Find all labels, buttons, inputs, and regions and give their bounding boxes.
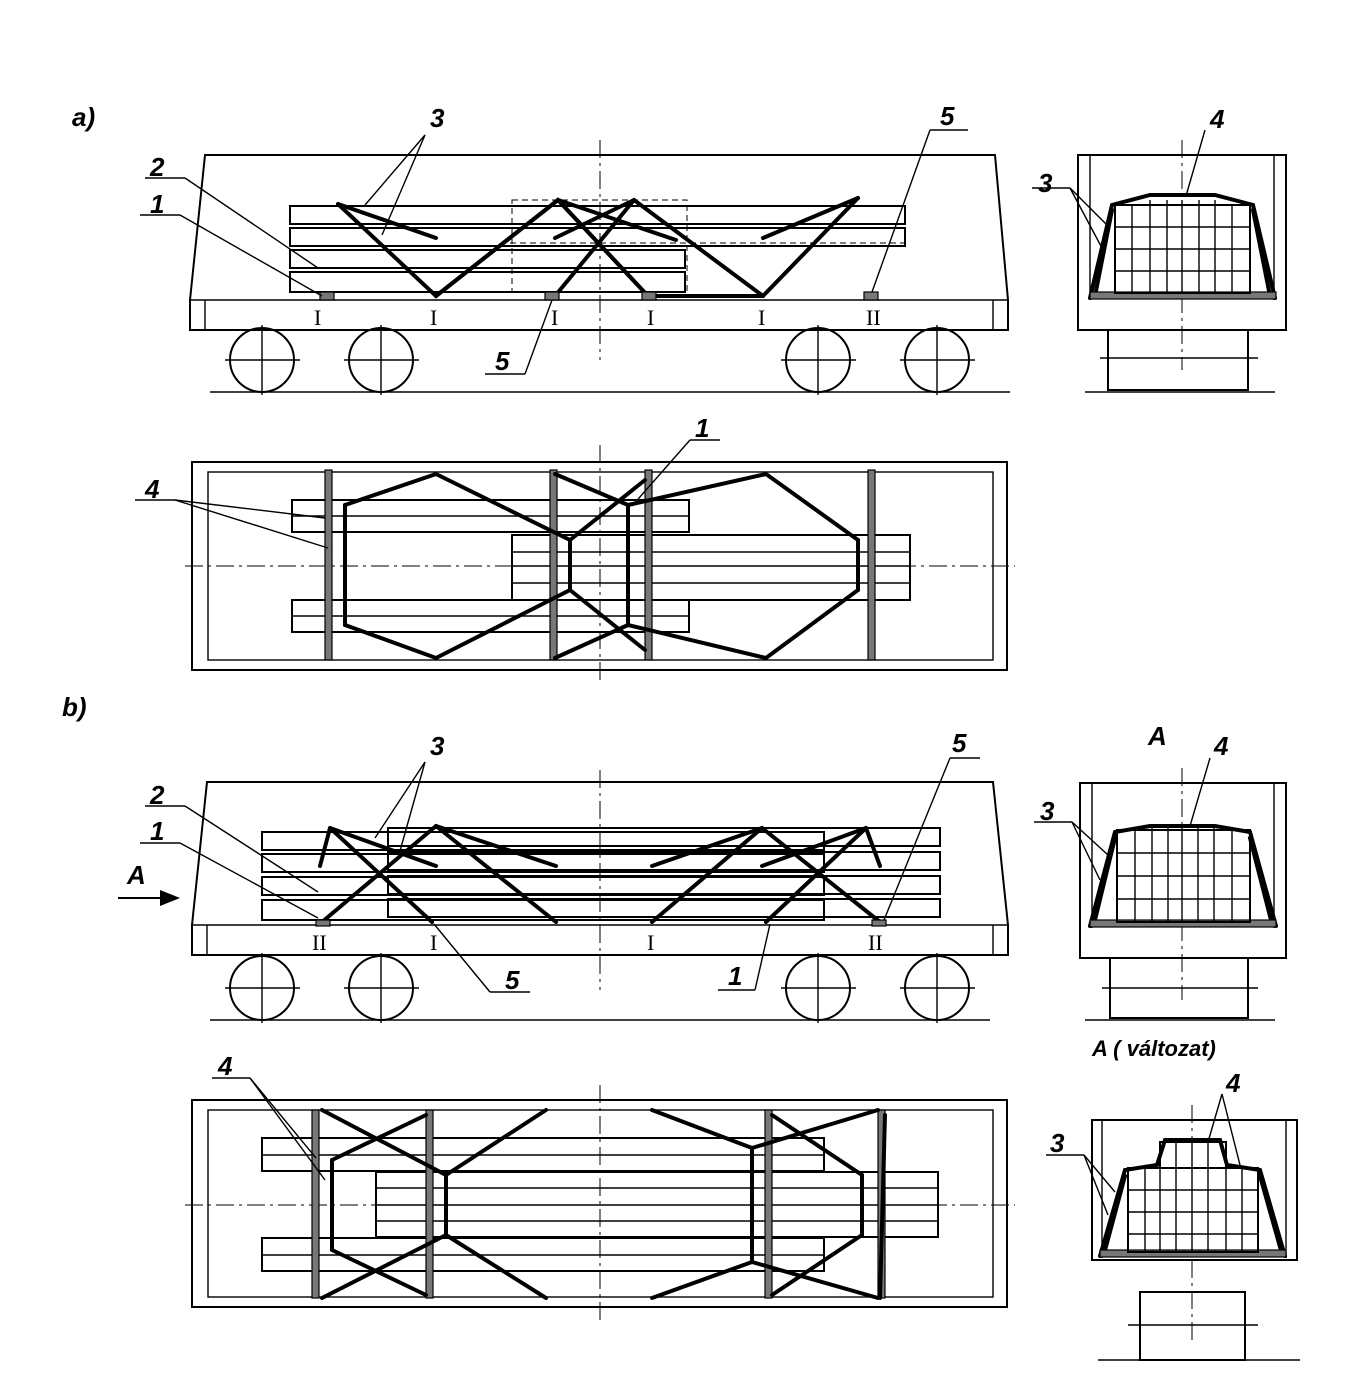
view-direction-arrow: A [118, 860, 180, 906]
callout-3: 3 [1040, 796, 1055, 826]
bracing-wires [318, 824, 882, 924]
callout-5: 5 [495, 346, 510, 376]
wheel [781, 953, 856, 1023]
callout-1: 1 [150, 189, 164, 219]
support-mark: I [551, 305, 558, 330]
wheel [344, 953, 419, 1023]
callout-1: 1 [728, 961, 742, 991]
wheel [225, 953, 300, 1023]
callout-4: 4 [1209, 104, 1225, 134]
callout-2: 2 [149, 152, 165, 182]
callout-4: 4 [1213, 731, 1229, 761]
support-mark: II [866, 305, 881, 330]
callout-4: 4 [217, 1051, 233, 1081]
wagon-end-view-variant: A ( változat) 3 4 [1046, 1036, 1300, 1361]
support-mark: II [312, 930, 327, 955]
section-a-label: a) [72, 102, 95, 132]
callout-3: 3 [1050, 1128, 1065, 1158]
view-variant-label: A ( változat) [1091, 1036, 1216, 1061]
callout-3: 3 [430, 103, 445, 133]
wheel [781, 325, 856, 395]
wagon-plan-view-b: 4 [185, 1051, 1015, 1322]
stacked-boards-grid [1127, 1141, 1259, 1253]
callout-4: 4 [1225, 1068, 1241, 1098]
callout-5: 5 [952, 728, 967, 758]
stacked-boards-grid [1114, 200, 1251, 294]
support-mark: I [430, 930, 437, 955]
wagon-end-view-b: A 3 4 [1034, 721, 1287, 1021]
wheel [900, 953, 975, 1023]
callout-2: 2 [149, 780, 165, 810]
support-mark: I [647, 930, 654, 955]
callout-3: 3 [1038, 168, 1053, 198]
wagon-side-view-b: II I I II 3 2 1 5 5 1 A [118, 728, 1009, 1023]
view-a-label: A [1147, 721, 1167, 751]
wagon-end-view-a: 3 4 [1032, 104, 1287, 393]
callout-4: 4 [144, 474, 160, 504]
callout-3: 3 [430, 731, 445, 761]
callout-5: 5 [940, 101, 955, 131]
wagon-plan-view-a: 4 1 [135, 413, 1015, 685]
callout-1: 1 [150, 816, 164, 846]
support-mark: I [647, 305, 654, 330]
support-mark: I [314, 305, 321, 330]
stacked-boards-grid [1116, 826, 1251, 923]
wheel [900, 325, 975, 395]
support-mark: I [758, 305, 765, 330]
callout-1: 1 [695, 413, 709, 443]
callout-5: 5 [505, 965, 520, 995]
wheel [225, 325, 300, 395]
support-mark: II [868, 930, 883, 955]
wheel [344, 325, 419, 395]
section-b-label: b) [62, 692, 87, 722]
wagon-side-view-a: I I I I I II 3 2 1 5 5 [140, 101, 1010, 395]
beam-stack [261, 827, 941, 921]
support-mark: I [430, 305, 437, 330]
bracing-wires [336, 196, 860, 299]
svg-text:A: A [126, 860, 146, 890]
